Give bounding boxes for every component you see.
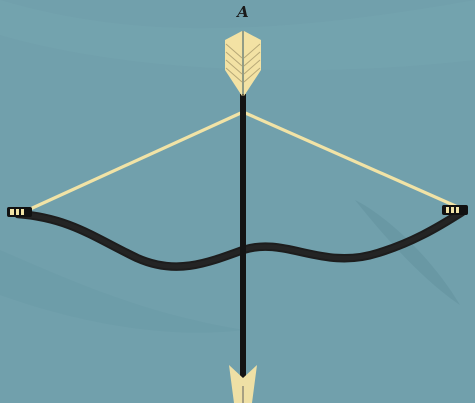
arrow-shaft [240, 94, 246, 380]
right-bow-tip [442, 205, 468, 215]
left-bow-tip [7, 207, 32, 217]
figure-letter-label: A [233, 5, 253, 20]
